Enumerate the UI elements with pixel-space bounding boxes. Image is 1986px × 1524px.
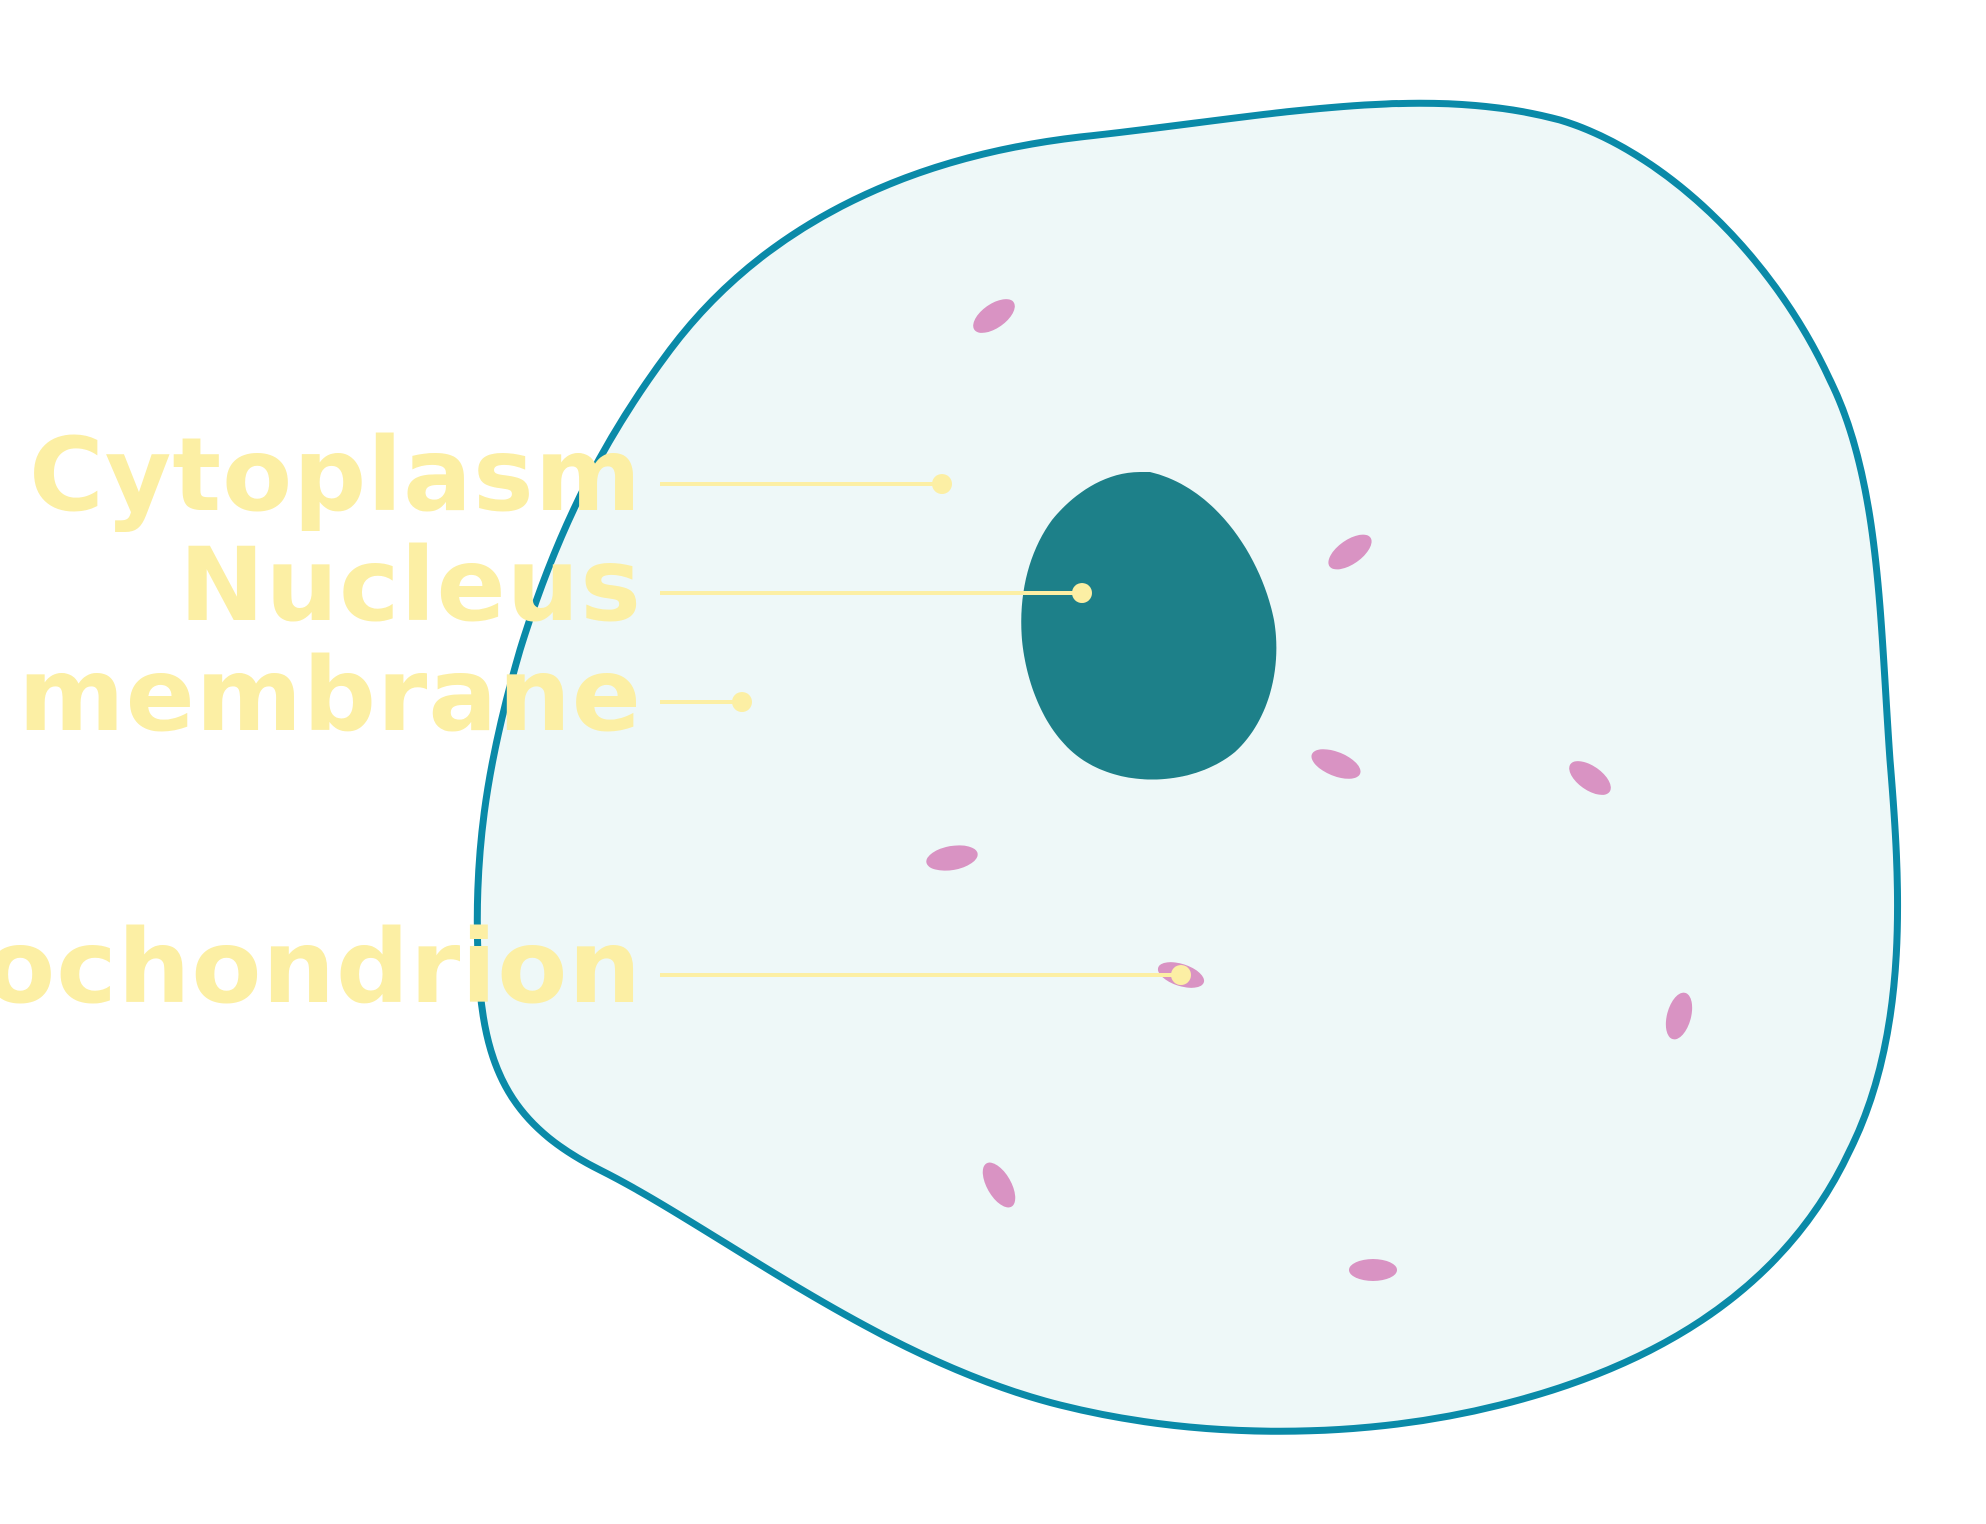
mitochondrion [982, 1162, 1016, 1208]
mitochondrion [1311, 749, 1361, 779]
leader-dots [732, 474, 1191, 985]
mitochondrion [1665, 992, 1693, 1040]
mitochondrion [1569, 761, 1611, 795]
labels: Cytoplasm Nucleus Cell membrane Mitochon… [0, 416, 642, 1027]
cell-membrane-pointer-dot [732, 692, 752, 712]
leader-lines [660, 482, 1181, 977]
mitochondrion [926, 845, 978, 871]
nucleus-label: Nucleus [179, 526, 642, 645]
nucleus-pointer-dot [1072, 583, 1092, 603]
mitochondrion-pointer-dot [1171, 965, 1191, 985]
cytoplasm-pointer-dot [932, 474, 952, 494]
mitochondrion [973, 299, 1015, 333]
mitochondrion-label: Mitochondrion [0, 908, 642, 1027]
mitochondrion [1328, 534, 1372, 570]
nucleus [1021, 472, 1277, 780]
cytoplasm-label: Cytoplasm [29, 416, 642, 535]
mitochondrion [1349, 1259, 1397, 1281]
cell-membrane-label: Cell membrane [0, 636, 642, 755]
